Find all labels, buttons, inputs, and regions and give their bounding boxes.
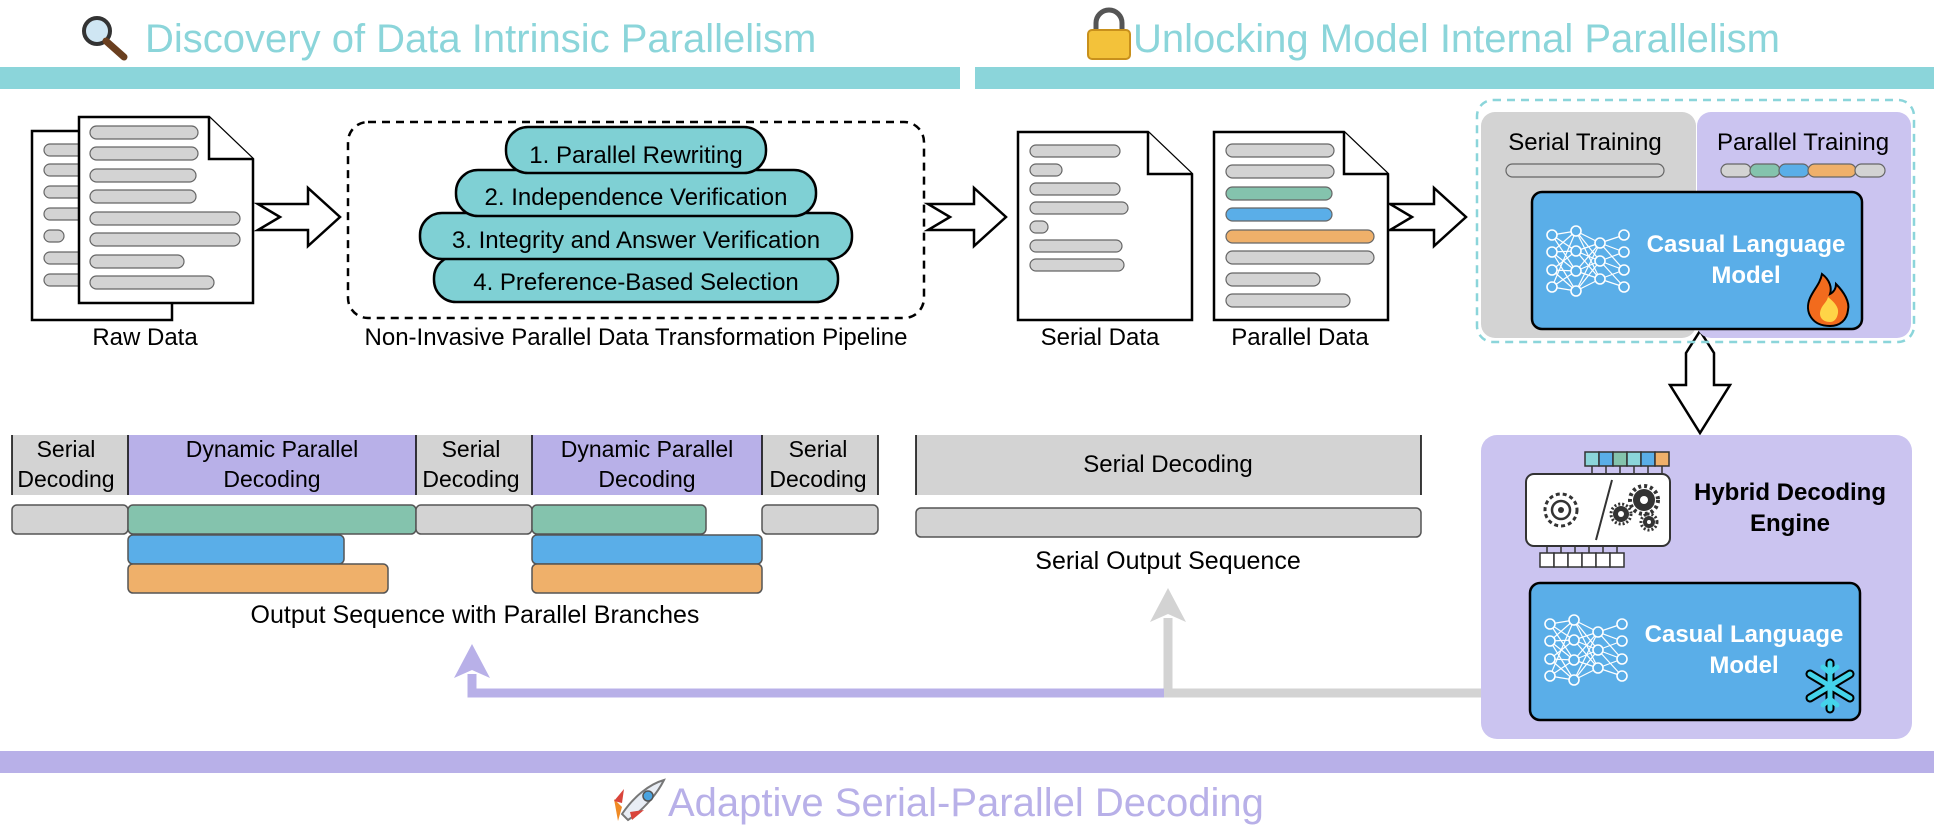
segment-label: Decoding	[422, 466, 519, 492]
section-unlocking: Unlocking Model Internal Parallelism	[975, 7, 1934, 89]
engine-title: Engine	[1750, 510, 1830, 537]
serial-data-document: Serial Data	[1016, 130, 1194, 351]
pipeline-step: 2. Independence Verification	[485, 184, 788, 211]
model-name: Model	[1709, 652, 1778, 679]
pipeline-label: Non-Invasive Parallel Data Transformatio…	[365, 324, 908, 351]
segment-label: Dynamic Parallel	[561, 436, 734, 462]
transformation-pipeline: 1. Parallel Rewriting 2. Independence Ve…	[346, 120, 926, 351]
flame-icon	[1807, 272, 1850, 328]
hybrid-decoding-engine: Hybrid Decoding Engine Casual Language M…	[1481, 435, 1912, 739]
arrow-right-icon	[923, 185, 1008, 249]
segment-label: Decoding	[769, 466, 866, 492]
serial-output-caption: Serial Output Sequence	[1035, 547, 1300, 575]
rocket-icon	[614, 778, 666, 822]
arrow-down-icon	[1667, 328, 1733, 436]
section-title: Adaptive Serial-Parallel Decoding	[668, 781, 1264, 825]
section-bar	[0, 751, 1934, 773]
casual-language-model-card	[1530, 190, 1864, 331]
pipeline-step: 3. Integrity and Answer Verification	[452, 227, 820, 254]
engine-output-arrows	[454, 588, 1481, 698]
serial-output-sequence: Serial Decoding Serial Output Sequence	[915, 435, 1422, 575]
section-title: Discovery of Data Intrinsic Parallelism	[145, 17, 816, 61]
parallel-output-caption: Output Sequence with Parallel Branches	[251, 601, 700, 629]
section-decoding: Adaptive Serial-Parallel Decoding	[0, 751, 1934, 825]
engine-title: Hybrid Decoding	[1694, 479, 1886, 506]
arrow-right-icon	[1385, 185, 1468, 249]
model-name: Casual Language	[1645, 621, 1844, 648]
flow-arrows	[253, 185, 1733, 436]
section-discovery: Discovery of Data Intrinsic Parallelism	[0, 16, 960, 89]
serial-data-label: Serial Data	[1041, 324, 1160, 351]
model-name: Casual Language	[1647, 231, 1846, 258]
segment-label: Decoding	[223, 466, 320, 492]
parallel-training-title: Parallel Training	[1717, 129, 1889, 156]
section-bar	[0, 67, 960, 89]
segment-label: Decoding	[598, 466, 695, 492]
segment-label: Dynamic Parallel	[186, 436, 359, 462]
pipeline-step: 4. Preference-Based Selection	[473, 269, 799, 296]
pipeline-step: 1. Parallel Rewriting	[529, 142, 742, 169]
segment-label: Serial	[442, 436, 501, 462]
section-title: Unlocking Model Internal Parallelism	[1133, 17, 1780, 61]
model-name: Model	[1711, 262, 1780, 289]
raw-data-documents: Raw Data	[30, 115, 255, 351]
arrow-right-icon	[253, 185, 342, 249]
parallel-data-label: Parallel Data	[1231, 324, 1369, 351]
segment-label: Serial	[37, 436, 96, 462]
serial-training-title: Serial Training	[1508, 129, 1661, 156]
gears-chip-icon	[1525, 451, 1671, 568]
segment-label: Decoding	[17, 466, 114, 492]
serial-decoding-header: Serial Decoding	[1083, 451, 1252, 478]
section-bar	[975, 67, 1934, 89]
casual-language-model-card	[1528, 581, 1862, 722]
lock-icon	[1087, 7, 1131, 60]
training-panel: Serial Training Parallel Training Casual…	[1475, 98, 1916, 344]
parallel-data-document: Parallel Data	[1212, 130, 1390, 351]
magnifier-icon	[82, 16, 128, 61]
segment-label: Serial	[789, 436, 848, 462]
raw-data-label: Raw Data	[92, 324, 198, 351]
parallel-output-sequence: Serial Decoding Dynamic Parallel Decodin…	[11, 435, 879, 629]
